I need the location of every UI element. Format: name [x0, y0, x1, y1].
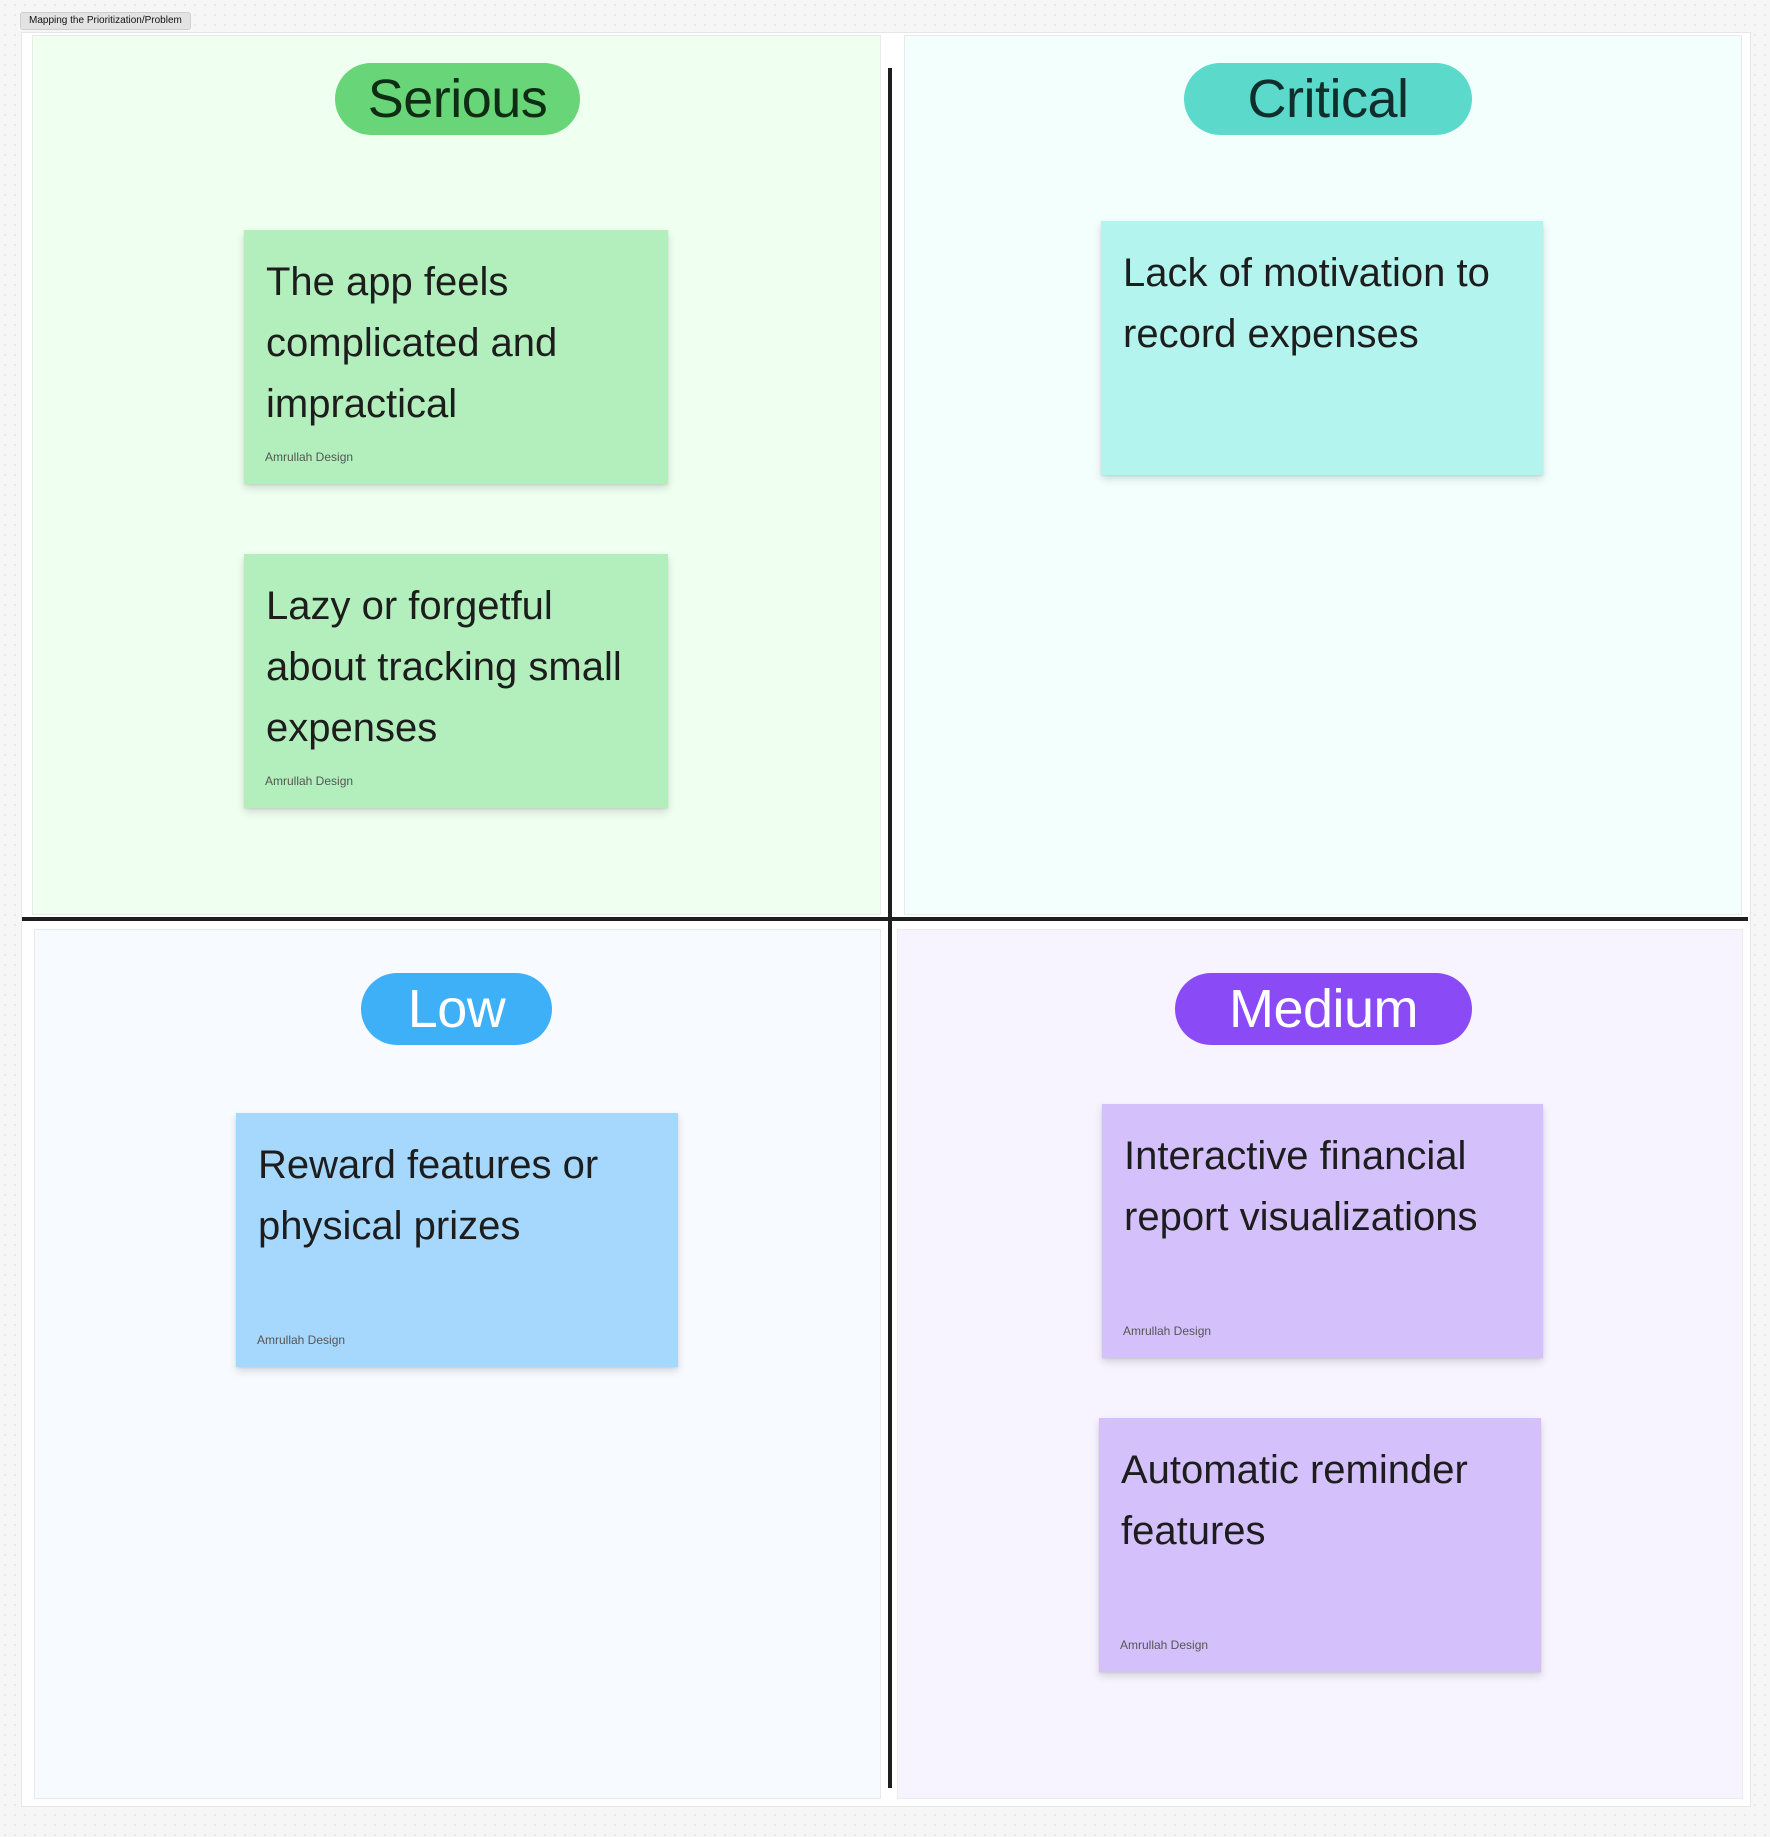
note-author: Amrullah Design [265, 774, 354, 788]
section-critical [904, 35, 1742, 915]
label-critical[interactable]: Critical [1184, 63, 1472, 135]
vertical-axis-line [888, 68, 892, 1788]
sticky-note-lazy-forgetful[interactable]: Lazy or forgetful about tracking small e… [244, 554, 668, 808]
note-text: Interactive financial report visualizati… [1124, 1134, 1478, 1239]
note-author: Amrullah Design [1120, 1638, 1209, 1652]
sticky-note-financial-visualizations[interactable]: Interactive financial report visualizati… [1102, 1104, 1543, 1358]
sticky-note-reward-features[interactable]: Reward features or physical prizes Amrul… [236, 1113, 678, 1367]
note-text: Automatic reminder features [1121, 1448, 1468, 1553]
note-text: Lazy or forgetful about tracking small e… [266, 584, 622, 750]
sticky-note-lack-motivation[interactable]: Lack of motivation to record expenses [1101, 221, 1543, 475]
note-text: The app feels complicated and impractica… [266, 260, 558, 426]
sticky-note-automatic-reminder[interactable]: Automatic reminder features Amrullah Des… [1099, 1418, 1541, 1672]
label-medium[interactable]: Medium [1175, 973, 1472, 1045]
note-text: Lack of motivation to record expenses [1123, 251, 1490, 356]
horizontal-axis-line [22, 917, 1748, 921]
sticky-note-app-complicated[interactable]: The app feels complicated and impractica… [244, 230, 668, 484]
note-author: Amrullah Design [1123, 1324, 1212, 1338]
prioritization-board: Serious The app feels complicated and im… [21, 32, 1751, 1807]
label-low[interactable]: Low [361, 973, 552, 1045]
note-author: Amrullah Design [257, 1333, 346, 1347]
note-text: Reward features or physical prizes [258, 1143, 599, 1248]
label-serious[interactable]: Serious [335, 63, 580, 135]
frame-label[interactable]: Mapping the Prioritization/Problem [20, 12, 191, 30]
section-medium [897, 929, 1743, 1799]
note-author: Amrullah Design [265, 450, 354, 464]
